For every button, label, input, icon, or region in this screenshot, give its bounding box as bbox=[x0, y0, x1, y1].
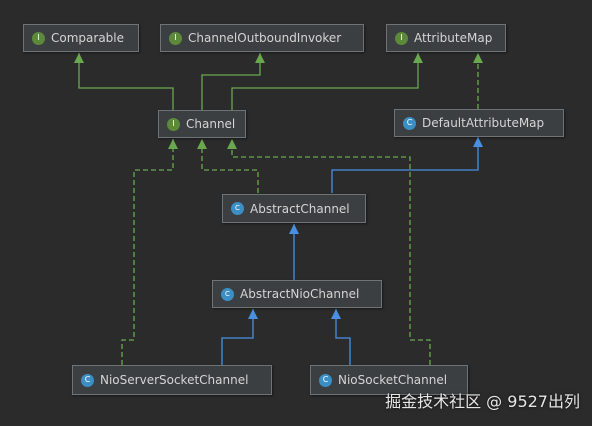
arrowhead-attribute-map bbox=[413, 53, 423, 63]
edge-nio-socket-channel-abstract-nio-channel bbox=[335, 309, 351, 365]
node-label: AbstractChannel bbox=[250, 201, 350, 216]
abstract-channel-node[interactable]: C AbstractChannel bbox=[222, 194, 366, 223]
channel-node[interactable]: I Channel bbox=[158, 110, 246, 138]
node-label: NioSocketChannel bbox=[338, 373, 448, 387]
class-icon: C bbox=[81, 373, 94, 387]
interface-icon: I bbox=[167, 117, 180, 131]
arrowhead-channel-from-nio-server bbox=[168, 139, 178, 149]
edge-abstract-channel-channel bbox=[201, 139, 259, 193]
node-label: NioServerSocketChannel bbox=[100, 373, 249, 387]
comparable-node[interactable]: I Comparable bbox=[23, 24, 139, 52]
node-label: ChannelOutboundInvoker bbox=[188, 31, 342, 45]
node-label: Comparable bbox=[51, 31, 125, 45]
edge-channel-comparable bbox=[78, 53, 174, 110]
node-label: AttributeMap bbox=[414, 31, 493, 45]
edge-channel-outbound-invoker bbox=[201, 53, 261, 110]
arrowhead-default-attribute-map bbox=[473, 137, 483, 147]
abstract-class-icon: C bbox=[231, 202, 244, 215]
arrowhead-attribute-map-implements bbox=[473, 53, 483, 63]
arrowhead-channel-from-abstract-channel bbox=[197, 139, 207, 149]
interface-icon: I bbox=[32, 31, 45, 45]
channel-outbound-invoker-node[interactable]: I ChannelOutboundInvoker bbox=[160, 24, 364, 52]
edge-nio-server-socket-channel-channel bbox=[121, 139, 174, 365]
edge-abstract-channel-default-attribute-map bbox=[331, 137, 479, 193]
attribute-map-node[interactable]: I AttributeMap bbox=[386, 24, 506, 52]
abstract-class-icon: C bbox=[221, 287, 234, 301]
nio-socket-channel-node[interactable]: C NioSocketChannel bbox=[310, 365, 468, 395]
default-attribute-map-node[interactable]: C DefaultAttributeMap bbox=[394, 109, 564, 137]
edge-nio-socket-channel-channel bbox=[231, 139, 431, 365]
class-icon: C bbox=[319, 373, 332, 387]
arrowhead-abstract-nio-from-server bbox=[248, 309, 258, 319]
arrowhead-abstract-channel bbox=[289, 224, 299, 234]
abstract-nio-channel-node[interactable]: C AbstractNioChannel bbox=[212, 280, 382, 308]
edge-channel-attribute-map bbox=[231, 53, 419, 110]
arrowhead-comparable bbox=[74, 53, 84, 63]
arrowhead-channel-outbound-invoker bbox=[255, 53, 265, 63]
class-icon: C bbox=[403, 116, 416, 130]
arrowhead-abstract-nio-from-socket bbox=[331, 309, 341, 319]
nio-server-socket-channel-node[interactable]: C NioServerSocketChannel bbox=[72, 365, 272, 395]
interface-icon: I bbox=[169, 31, 182, 45]
interface-icon: I bbox=[395, 31, 408, 45]
watermark-text: 掘金技术社区 @ 9527出列 bbox=[385, 392, 580, 411]
arrowhead-channel-from-nio-socket bbox=[227, 139, 237, 149]
node-label: DefaultAttributeMap bbox=[422, 116, 545, 130]
edge-nio-server-socket-channel-abstract-nio-channel bbox=[221, 309, 254, 365]
node-label: Channel bbox=[186, 117, 236, 131]
node-label: AbstractNioChannel bbox=[240, 287, 360, 301]
